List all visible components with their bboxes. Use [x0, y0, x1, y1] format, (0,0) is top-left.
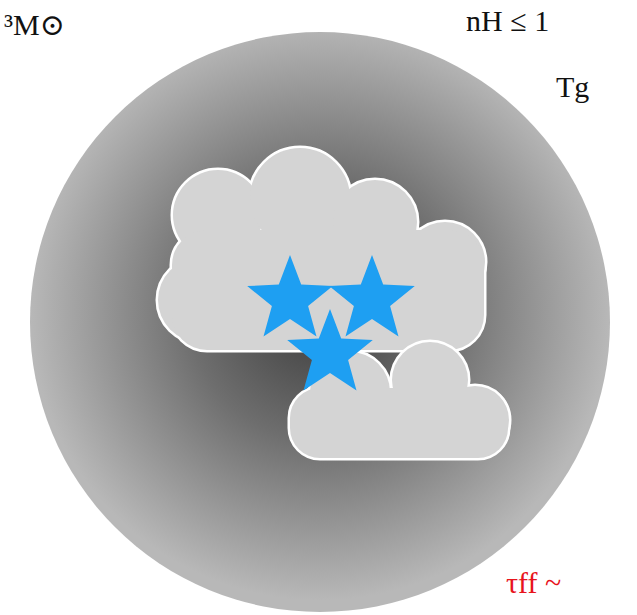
mass-label: ³M⊙ — [4, 8, 65, 41]
stars — [247, 255, 415, 390]
density-label: nH ≤ 1 — [466, 4, 549, 37]
gas-halo — [30, 32, 610, 612]
temperature-label: Tg — [556, 70, 589, 103]
cloud-upper — [158, 148, 485, 350]
freefall-label: τff ~ — [506, 566, 561, 599]
